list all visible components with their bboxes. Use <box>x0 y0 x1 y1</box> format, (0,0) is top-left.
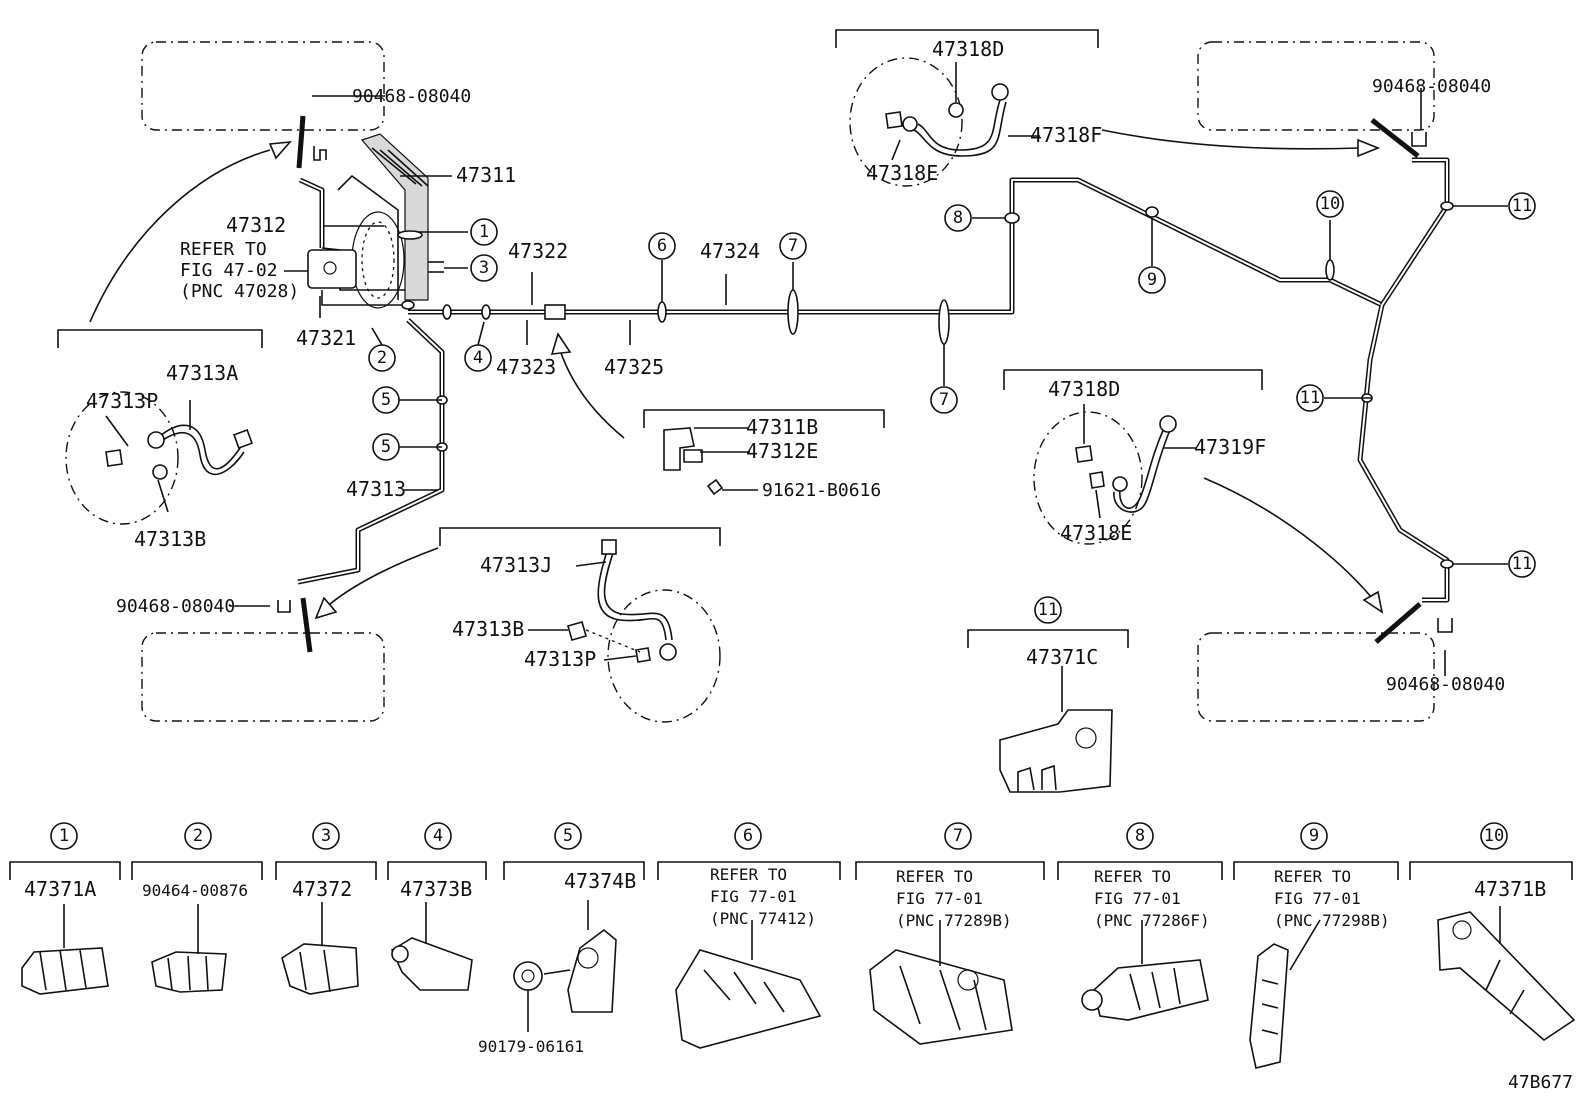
clamp-5-sub-label: 90179-06161 <box>478 1037 584 1056</box>
label-refer-47-line3: (PNC 47028) <box>180 281 299 302</box>
label-47313p-left: 47313P <box>86 389 158 413</box>
clamp-row <box>9 861 1576 1069</box>
leader-lines <box>230 88 1508 676</box>
clamp-3-num: 3 <box>321 826 331 846</box>
callout-6: 6 <box>657 236 667 256</box>
clamp-10-num: 10 <box>1484 826 1504 846</box>
label-47318e-top: 47318E <box>866 161 938 185</box>
callout-7b: 7 <box>939 390 949 410</box>
label-refer-47-line2: FIG 47-02 <box>180 260 278 281</box>
clamp-5-num: 5 <box>563 826 573 846</box>
label-47322: 47322 <box>508 239 568 263</box>
callouts: 1 2 3 4 5 5 6 7 7 8 9 10 11 11 11 11 1 2… <box>50 190 1536 850</box>
label-refer-47-line1: REFER TO <box>180 239 267 260</box>
wheel-area-rear-left <box>141 632 385 722</box>
callout-7a: 7 <box>788 236 798 256</box>
callout-2: 2 <box>377 348 387 368</box>
label-47323: 47323 <box>496 355 556 379</box>
clamp-9-line2: FIG 77-01 <box>1274 889 1361 908</box>
label-47313p-mid: 47313P <box>524 647 596 671</box>
callout-4: 4 <box>473 348 483 368</box>
clamp-7-num: 7 <box>953 826 963 846</box>
clamp-7-line2: FIG 77-01 <box>896 889 983 908</box>
flow-arrows <box>89 129 1384 620</box>
clamp-8-line3: (PNC 77286F) <box>1094 911 1210 930</box>
label-91621: 91621-B0616 <box>762 480 881 501</box>
brake-pipes <box>297 157 1450 603</box>
label-47371c: 47371C <box>1026 645 1098 669</box>
clamp-row-labels: 47371A 90464-00876 47372 47373B 47374B 9… <box>24 865 1546 1056</box>
callout-9: 9 <box>1147 270 1157 290</box>
callout-5a: 5 <box>381 390 391 410</box>
clamp-47371c-drawing <box>999 666 1113 793</box>
label-47318d-right: 47318D <box>1048 377 1120 401</box>
clamp-2-label: 90464-00876 <box>142 881 248 900</box>
hose-detail-top-right <box>849 57 1040 187</box>
clamp-9-line3: (PNC 77298B) <box>1274 911 1390 930</box>
label-bolt-rear-right: 90468-08040 <box>1386 674 1505 695</box>
clamp-3-label: 47372 <box>292 877 352 901</box>
label-47313b-mid: 47313B <box>452 617 524 641</box>
hose-detail-right <box>1033 404 1196 545</box>
callout-1: 1 <box>479 222 489 242</box>
master-cylinder-assembly <box>307 133 444 309</box>
label-47318e-right: 47318E <box>1060 521 1132 545</box>
wheel-area-front-left <box>141 41 385 131</box>
wheel-area-front-right <box>1197 41 1435 131</box>
label-47313b-left: 47313B <box>134 527 206 551</box>
clamp-1-label: 47371A <box>24 877 96 901</box>
label-bolt-front-right: 90468-08040 <box>1372 76 1491 97</box>
label-bolt-front-left: 90468-08040 <box>352 86 471 107</box>
callout-5b: 5 <box>381 437 391 457</box>
clamp-4-num: 4 <box>433 826 443 846</box>
clamp-7-line1: REFER TO <box>896 867 973 886</box>
callout-11d: 11 <box>1038 600 1058 620</box>
callout-11c: 11 <box>1512 554 1532 574</box>
label-47312: 47312 <box>226 213 286 237</box>
clamp-4-label: 47373B <box>400 877 472 901</box>
clamp-2-num: 2 <box>193 826 203 846</box>
clamp-8-num: 8 <box>1135 826 1145 846</box>
clamp-8-line1: REFER TO <box>1094 867 1171 886</box>
clamp-6-num: 6 <box>743 826 753 846</box>
clamp-6-line2: FIG 77-01 <box>710 887 797 906</box>
clamp-7-line3: (PNC 77289B) <box>896 911 1012 930</box>
clamp-10-label: 47371B <box>1474 877 1546 901</box>
clamp-6-line1: REFER TO <box>710 865 787 884</box>
callout-11a: 11 <box>1512 196 1532 216</box>
clamp-5-label: 47374B <box>564 869 636 893</box>
clamp-1-num: 1 <box>59 826 69 846</box>
label-47319f: 47319F <box>1194 435 1266 459</box>
clamp-8-line2: FIG 77-01 <box>1094 889 1181 908</box>
hose-detail-middle <box>528 539 721 723</box>
label-bolt-rear-left: 90468-08040 <box>116 596 235 617</box>
detail-brackets <box>57 29 1263 648</box>
figure-code: 47B677 <box>1508 1072 1573 1093</box>
label-47318d-top: 47318D <box>932 37 1004 61</box>
label-47313: 47313 <box>346 477 406 501</box>
clamp-6-line3: (PNC 77412) <box>710 909 816 928</box>
part-labels: 90468-08040 47311 47312 REFER TO FIG 47-… <box>86 37 1505 695</box>
bracket-detail <box>663 427 758 496</box>
wheel-area-rear-right <box>1197 632 1435 722</box>
callout-8: 8 <box>953 208 963 228</box>
hose-detail-left <box>65 391 253 525</box>
flex-hose-unions <box>277 115 1453 653</box>
callout-10: 10 <box>1320 194 1340 214</box>
label-47311: 47311 <box>456 163 516 187</box>
label-47313j: 47313J <box>480 553 552 577</box>
clamp-9-line1: REFER TO <box>1274 867 1351 886</box>
label-47318f: 47318F <box>1030 123 1102 147</box>
label-47324: 47324 <box>700 239 760 263</box>
clamp-9-num: 9 <box>1309 826 1319 846</box>
label-47312e: 47312E <box>746 439 818 463</box>
label-47325: 47325 <box>604 355 664 379</box>
label-47311b: 47311B <box>746 415 818 439</box>
label-47313a: 47313A <box>166 361 238 385</box>
label-47321: 47321 <box>296 326 356 350</box>
callout-11b: 11 <box>1300 388 1320 408</box>
callout-3: 3 <box>479 258 489 278</box>
